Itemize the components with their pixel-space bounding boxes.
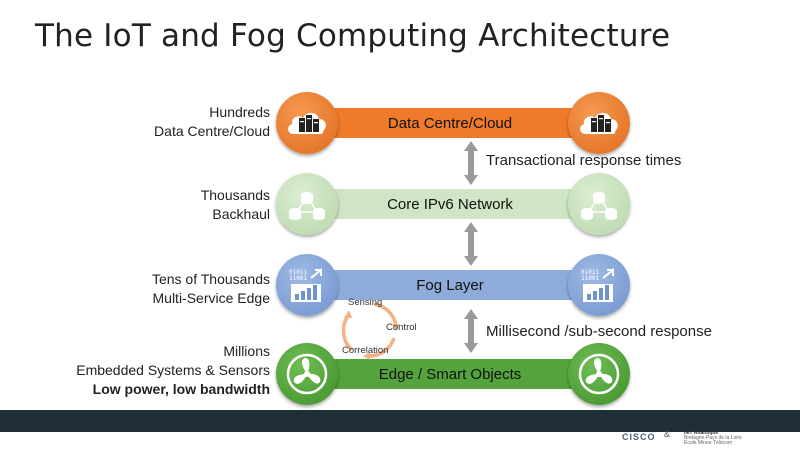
analytics-chart-icon: 01011 11001 (568, 254, 630, 316)
fan-icon (568, 343, 630, 405)
page-title: The IoT and Fog Computing Architecture (35, 18, 671, 54)
double-arrow-icon (464, 309, 478, 353)
row-label-cloud: Hundreds Data Centre/Cloud (154, 104, 270, 139)
row-label-edge: Tens of Thousands Multi-Service Edge (151, 271, 270, 306)
svg-text:01011: 01011 (289, 269, 307, 276)
imt-atlantique-logo: IMT Atlantique Bretagne-Pays de la Loire… (684, 430, 742, 446)
svg-text:11001: 11001 (581, 275, 599, 282)
band-edge-smart-objects: Edge / Smart Objects (300, 359, 600, 389)
annotation-millisecond: Millisecond /sub-second response (486, 323, 712, 340)
logo-ampersand: & (664, 429, 671, 439)
analytics-chart-icon: 01011 11001 (276, 254, 338, 316)
double-arrow-icon (464, 222, 478, 266)
fan-icon (276, 343, 338, 405)
annotation-transactional: Transactional response times (486, 152, 682, 169)
cloud-server-icon (276, 92, 338, 154)
band-fog-layer: Fog Layer (300, 270, 600, 300)
cloud-server-icon (568, 92, 630, 154)
band-data-centre-cloud: Data Centre/Cloud (300, 108, 600, 138)
band-core-ipv6-network: Core IPv6 Network (300, 189, 600, 219)
row-label-devices: Millions Embedded Systems & Sensors Low … (76, 343, 270, 397)
footer-bar (0, 410, 800, 432)
row-label-backhaul: Thousands Backhaul (200, 187, 270, 222)
cisco-logo: CISCO (622, 432, 656, 442)
svg-text:11001: 11001 (289, 275, 307, 282)
cycle-label-sensing: Sensing (348, 297, 383, 308)
network-nodes-icon (568, 173, 630, 235)
cycle-label-control: Control (386, 322, 417, 333)
cycle-label-correlation: Correlation (342, 345, 389, 356)
cycle-arrows-icon (341, 302, 400, 360)
network-nodes-icon (276, 173, 338, 235)
double-arrow-icon (464, 141, 478, 185)
svg-text:01011: 01011 (581, 269, 599, 276)
